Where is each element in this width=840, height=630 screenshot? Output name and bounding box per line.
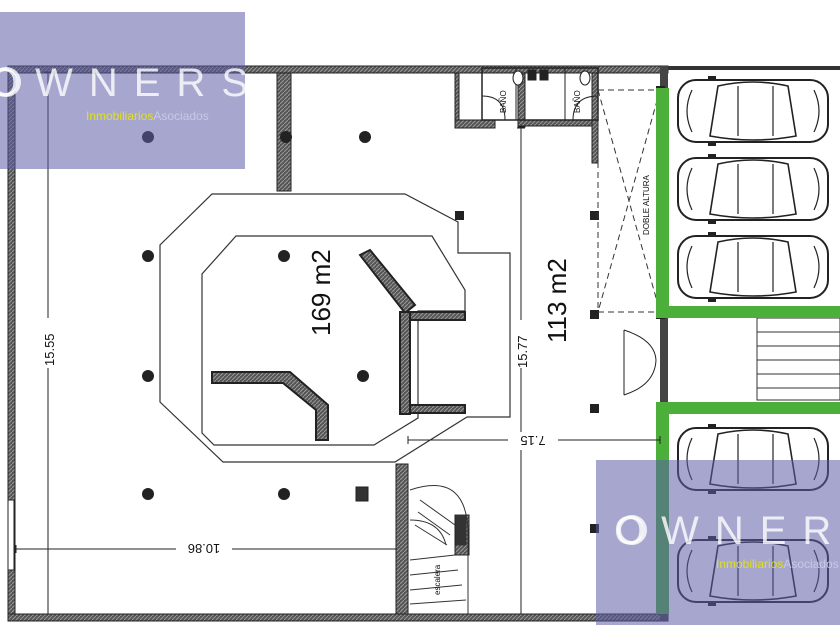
watermark-bottom-right: OWNERS InmobiliariosAsociados <box>596 460 840 625</box>
entrance-door <box>623 329 657 396</box>
main-area-outline <box>159 193 511 463</box>
dim-right-width: 7.15 <box>520 433 545 448</box>
dim-mid-height: 15.77 <box>515 335 530 368</box>
watermark-tagline-a: Inmobiliarios <box>86 109 153 123</box>
bath-left-label: BAÑO <box>499 90 508 113</box>
double-height-label: DOBLE ALTURA <box>642 174 651 235</box>
watermark-tagline-b: Asociados <box>153 109 208 123</box>
watermark-brand-2: OWNERS <box>614 509 840 553</box>
dim-left-height: 15.55 <box>42 333 57 366</box>
watermark-tagline-a-2: Inmobiliarios <box>716 557 783 571</box>
area-main-label: 169 m2 <box>306 249 336 336</box>
logo-ring-icon-2 <box>617 515 647 545</box>
svg-text:InmobiliariosAsociados: InmobiliariosAsociados <box>716 557 839 571</box>
area-side-label: 113 m2 <box>542 258 572 343</box>
watermark-brand: OWNERS <box>0 61 264 105</box>
ramp-steps <box>756 317 840 401</box>
logo-ring-icon <box>0 67 21 97</box>
counters <box>211 248 466 441</box>
stairs <box>409 485 469 614</box>
stairs-label: escalera <box>433 564 442 595</box>
bath-right-label: BAÑO <box>573 90 582 113</box>
dim-bottom-width: 10.86 <box>188 541 221 556</box>
watermark-top-left: OWNERS InmobiliariosAsociados <box>0 12 264 169</box>
watermark-tagline-b-2: Asociados <box>783 557 838 571</box>
parking-walls <box>656 66 840 614</box>
svg-text:InmobiliariosAsociados: InmobiliariosAsociados <box>86 109 209 123</box>
